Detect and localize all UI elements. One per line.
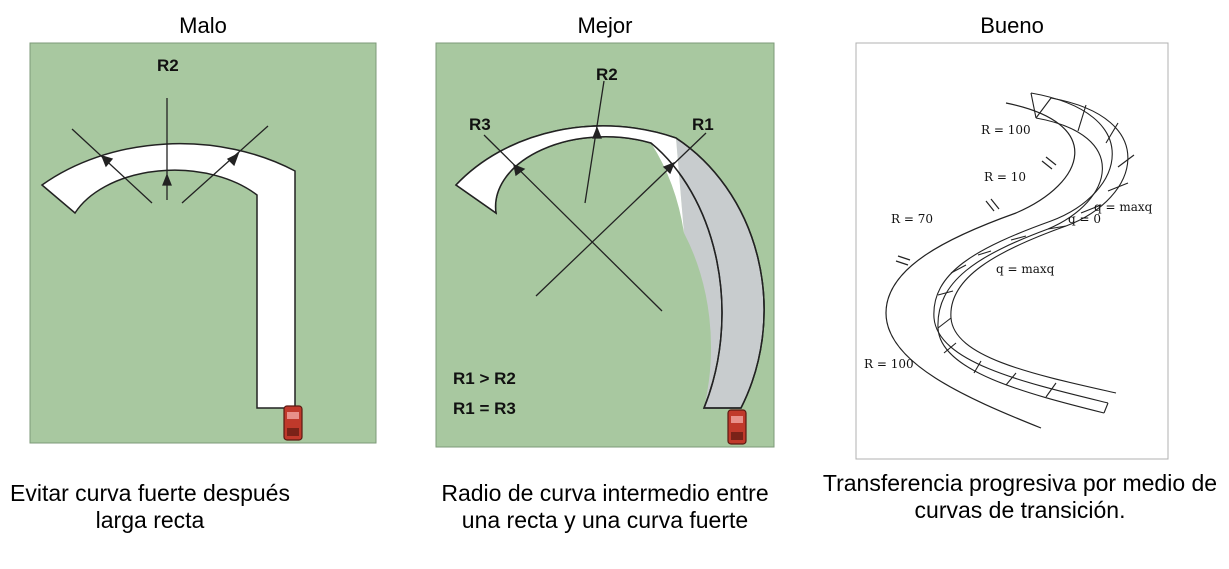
- label-r2: R2: [596, 65, 618, 84]
- panel-title-bueno: Bueno: [980, 13, 1044, 38]
- panel-title-malo: Malo: [179, 13, 227, 38]
- diagram-malo: R2: [29, 42, 377, 444]
- label-r10: R = 10: [984, 170, 1026, 184]
- diagram-bueno: R = 100 R = 10 R = 70 R = 100 q = maxq q…: [855, 42, 1169, 460]
- label-r2: R2: [157, 56, 179, 75]
- panel-title-mejor: Mejor: [577, 13, 633, 38]
- label-r70: R = 70: [891, 212, 933, 226]
- caption-mejor: Radio de curva intermedio entre una rect…: [441, 480, 769, 533]
- road-band: [40, 142, 296, 409]
- radius-lines: [483, 80, 707, 312]
- label-q-zero: q = 0: [1068, 212, 1101, 226]
- label-r1: R1: [692, 115, 714, 134]
- road-ribbon: [933, 92, 1135, 414]
- caption-malo: Evitar curva fuerte después larga recta: [10, 480, 290, 533]
- label-r100-top: R = 100: [981, 123, 1031, 137]
- caption-bueno: Transferencia progresiva por medio de cu…: [822, 470, 1218, 523]
- road-white: [456, 125, 684, 233]
- diagram-mejor: R2 R3 R1 R1 > R2 R1 = R3: [435, 42, 775, 448]
- transition-ticks: [895, 156, 1057, 266]
- radius-arrows: [71, 98, 269, 204]
- car-icon: [727, 409, 747, 445]
- ground-background: [29, 42, 377, 444]
- car-icon: [283, 405, 303, 441]
- label-r3: R3: [469, 115, 491, 134]
- label-q-maxq-mid: q = maxq: [996, 262, 1055, 276]
- equation-2: R1 = R3: [453, 399, 516, 418]
- label-q-maxq-top: q = maxq: [1094, 200, 1153, 214]
- alignment-curve: [885, 102, 1076, 429]
- equation-1: R1 > R2: [453, 369, 516, 388]
- frame-background: [855, 42, 1169, 460]
- label-r100-bottom: R = 100: [864, 357, 914, 371]
